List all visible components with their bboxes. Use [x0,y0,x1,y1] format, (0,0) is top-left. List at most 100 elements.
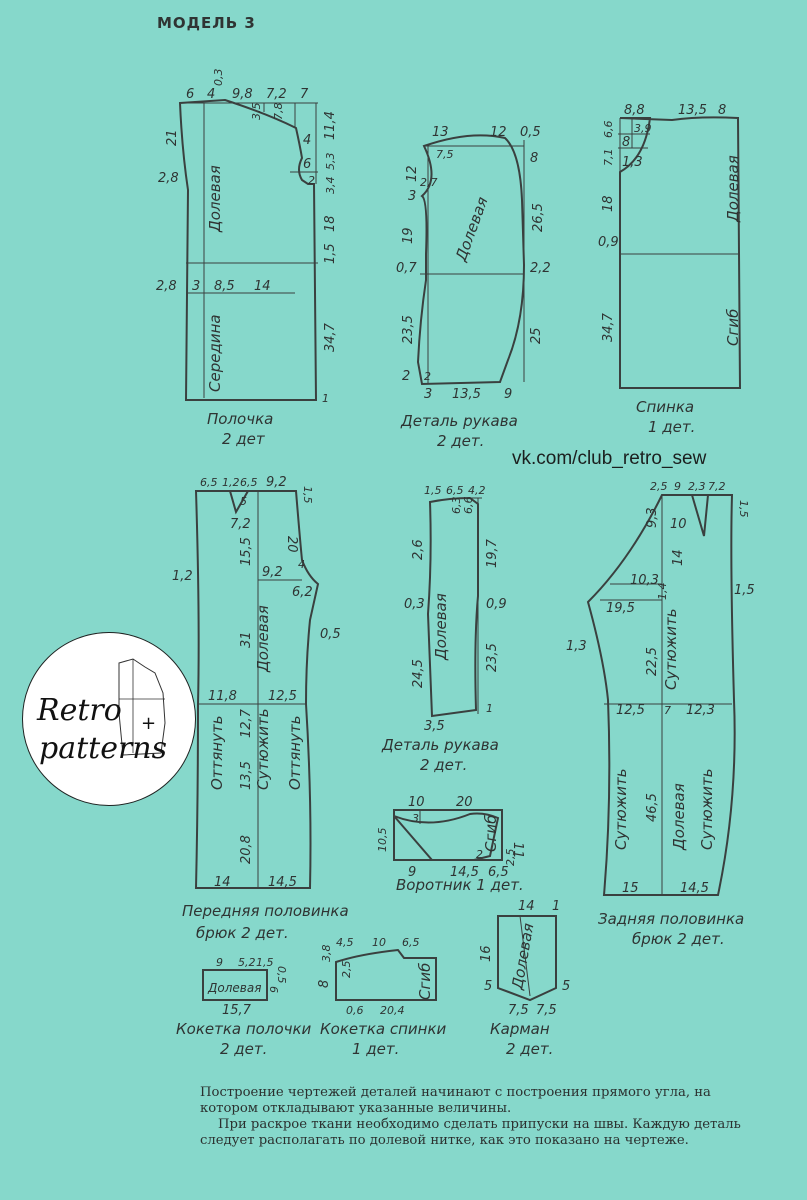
collar-dims: 10 20 10,5 3 11 9 14,5 6,5 2 2,5 [376,795,525,880]
pocket-dims: 14 1 16 5 7,5 7,5 5 [479,899,570,1018]
svg-text:2: 2 [402,369,410,384]
sleeve-top-caption-count: 2 дет. [437,432,484,450]
back-grain-label: Долевая [724,155,742,223]
svg-text:9: 9 [216,956,223,969]
svg-text:14: 14 [671,549,686,566]
svg-text:4: 4 [298,558,305,571]
svg-text:3: 3 [408,189,416,204]
trouser-back-caption-title: Задняя половинка [598,910,744,928]
svg-text:2,2: 2,2 [530,261,551,276]
svg-text:7,1: 7,1 [602,149,615,167]
trouser-front-caption-count: брюк 2 дет. [196,924,289,942]
svg-text:5: 5 [484,979,492,994]
front-yoke-piece: 9 5,2 1,5 0,5 6 15,7 Долевая Кокетка пол… [176,956,312,1058]
sleeve-bottom-grain-label: Долевая [432,593,450,661]
svg-text:9,2: 9,2 [262,565,283,580]
svg-text:12: 12 [490,125,507,140]
svg-text:22,5: 22,5 [645,647,660,676]
svg-text:3,5: 3,5 [250,103,263,121]
retro-patterns-logo: + Retro patterns [22,632,196,806]
svg-text:1: 1 [322,392,329,405]
back-caption-title: Спинка [636,398,694,416]
front-yoke-grain-label: Долевая [207,981,261,995]
logo-line-2: patterns [39,731,168,766]
front-dims: 6 4 0,3 9,8 7,2 7 3,5 7,8 21 4 11,4 6 5,… [156,69,338,406]
svg-text:0,3: 0,3 [404,597,425,612]
sleeve-top-grain-label: Долевая [452,194,492,264]
svg-text:6,5: 6,5 [402,936,420,949]
svg-text:24,5: 24,5 [411,659,426,688]
svg-text:9,2: 9,2 [266,475,287,490]
svg-text:26,5: 26,5 [531,203,546,232]
svg-text:2: 2 [476,848,483,861]
svg-text:6: 6 [186,87,194,102]
svg-text:2: 2 [424,370,431,383]
svg-text:1,5: 1,5 [301,486,314,504]
svg-text:3,9: 3,9 [634,122,652,135]
svg-text:4: 4 [303,133,311,148]
svg-text:7,5: 7,5 [436,148,454,161]
back-yoke-caption-count: 1 дет. [352,1040,399,1058]
sleeve-top-caption-title: Деталь рукава [400,412,518,430]
svg-text:6,5: 6,5 [240,476,258,489]
svg-text:7,2: 7,2 [230,517,251,532]
trouser-front-shrink-label: Сутюжить [254,708,272,790]
svg-text:0,3: 0,3 [212,69,225,87]
svg-text:1,2: 1,2 [222,476,240,489]
svg-text:14,5: 14,5 [268,875,297,890]
svg-text:3: 3 [424,387,432,402]
collar-caption: Воротник 1 дет. [396,876,524,894]
pocket-caption-title: Карман [490,1020,550,1038]
svg-text:5: 5 [562,979,570,994]
front-yoke-caption-count: 2 дет. [220,1040,267,1058]
svg-text:6,2: 6,2 [292,585,313,600]
svg-text:7,2: 7,2 [708,480,726,493]
svg-text:0,5: 0,5 [275,966,288,984]
svg-text:5,2: 5,2 [238,956,256,969]
svg-text:5: 5 [240,495,247,508]
svg-text:15: 15 [622,881,639,896]
svg-text:10: 10 [408,795,425,810]
svg-text:1: 1 [486,702,493,715]
watermark-url: vk.com/club_retro_sew [512,448,707,469]
svg-text:3: 3 [412,812,419,825]
svg-text:8: 8 [718,103,726,118]
svg-text:9: 9 [674,480,681,493]
svg-text:13,5: 13,5 [678,103,707,118]
svg-text:18: 18 [323,215,338,232]
svg-text:20,8: 20,8 [239,835,254,864]
svg-text:2,8: 2,8 [156,279,177,294]
instructions-paragraph-2: При раскрое ткани необходимо сделать при… [200,1117,741,1148]
sleeve-bottom-caption-title: Деталь рукава [381,736,499,754]
svg-text:9: 9 [408,865,416,880]
svg-text:3,5: 3,5 [424,719,445,734]
trouser-back-dims: 2,5 9 2,3 7,2 9,3 10 1,5 14 10,3 1,4 1,5… [566,480,755,896]
svg-text:2,5: 2,5 [340,961,353,979]
svg-text:7,5: 7,5 [508,1003,529,1018]
svg-text:7,5: 7,5 [536,1003,557,1018]
svg-text:6,5: 6,5 [446,484,464,497]
svg-text:1,5: 1,5 [734,583,755,598]
svg-text:8,5: 8,5 [214,279,235,294]
trouser-back-caption-count: брюк 2 дет. [632,930,725,948]
back-yoke-dims: 4,5 10 6,5 3,8 2,5 8 0,6 20,4 [317,936,420,1017]
pocket-grain-label: Долевая [508,922,537,992]
svg-text:4: 4 [207,87,215,102]
svg-text:6: 6 [267,986,280,993]
trouser-front-piece: 6,5 1,2 6,5 9,2 1,5 5 7,2 20 15,5 9,2 4 … [172,475,349,942]
svg-text:0,9: 0,9 [598,235,619,250]
svg-text:6,5: 6,5 [488,865,509,880]
sleeve-bottom-piece: 1,5 6,5 4,2 2,6 6,3 6,6 19,7 0,3 0,9 24,… [381,484,507,774]
svg-text:16: 16 [479,945,494,962]
instructions-paragraph-1: Построение чертежей деталей начинают с п… [200,1085,711,1116]
collar-piece: 10 20 10,5 3 11 9 14,5 6,5 2 2,5 Сгиб Во… [376,795,525,894]
trouser-front-stretch-right: Оттянуть [286,715,304,790]
svg-text:19: 19 [401,227,416,244]
svg-text:19,5: 19,5 [606,601,635,616]
svg-text:1,5: 1,5 [424,484,442,497]
svg-text:2,6: 2,6 [411,539,426,560]
pocket-caption-count: 2 дет. [506,1040,553,1058]
svg-text:1,2: 1,2 [172,569,193,584]
svg-text:12,3: 12,3 [686,703,715,718]
